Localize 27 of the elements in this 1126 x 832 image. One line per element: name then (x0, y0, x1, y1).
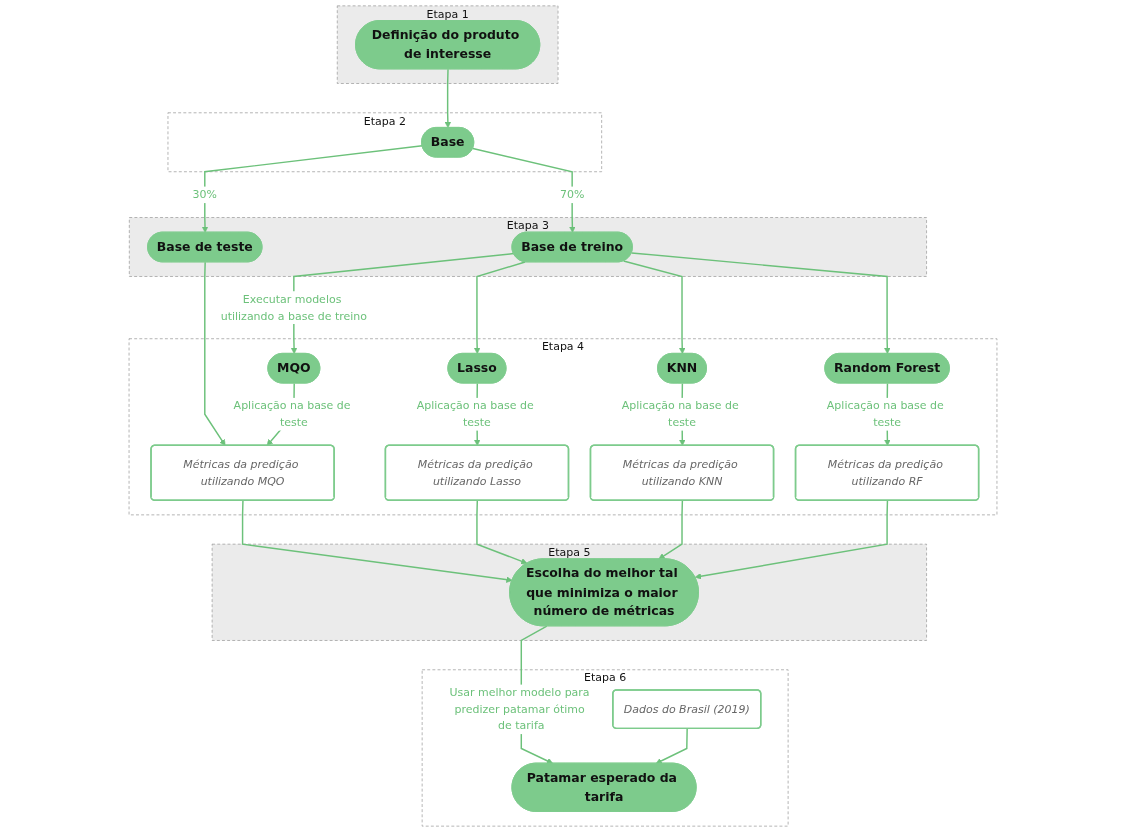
arrow (694, 499, 889, 580)
arrow (290, 252, 515, 355)
arrow (241, 499, 513, 583)
arrow (658, 499, 684, 560)
cluster (211, 543, 927, 641)
arrow (473, 261, 526, 355)
edge-label: 70% (559, 187, 585, 202)
edge-label: Aplicação na base de teste (826, 399, 944, 429)
cluster (128, 217, 927, 277)
arrow (204, 261, 226, 446)
cluster (167, 112, 603, 173)
edge-label: Executar modelos utilizando a base de treino (220, 292, 367, 323)
edge-label: 30% (192, 187, 217, 202)
arrow (655, 728, 688, 764)
edge-label: Aplicação na base de teste (233, 399, 351, 429)
cluster (336, 5, 559, 84)
edge-label: Aplicação na base de teste (621, 399, 739, 429)
arrow (622, 260, 686, 355)
cluster (421, 669, 789, 827)
arrow (201, 145, 423, 233)
edge-label: Aplicação na base de teste (416, 399, 534, 429)
arrow (476, 499, 528, 565)
cluster (128, 338, 998, 516)
arrow (472, 147, 576, 233)
edge-label: Usar melhor modelo para predizer patamar ótimo de tarifa (449, 685, 590, 733)
arrow (444, 68, 452, 129)
arrow (630, 252, 891, 355)
